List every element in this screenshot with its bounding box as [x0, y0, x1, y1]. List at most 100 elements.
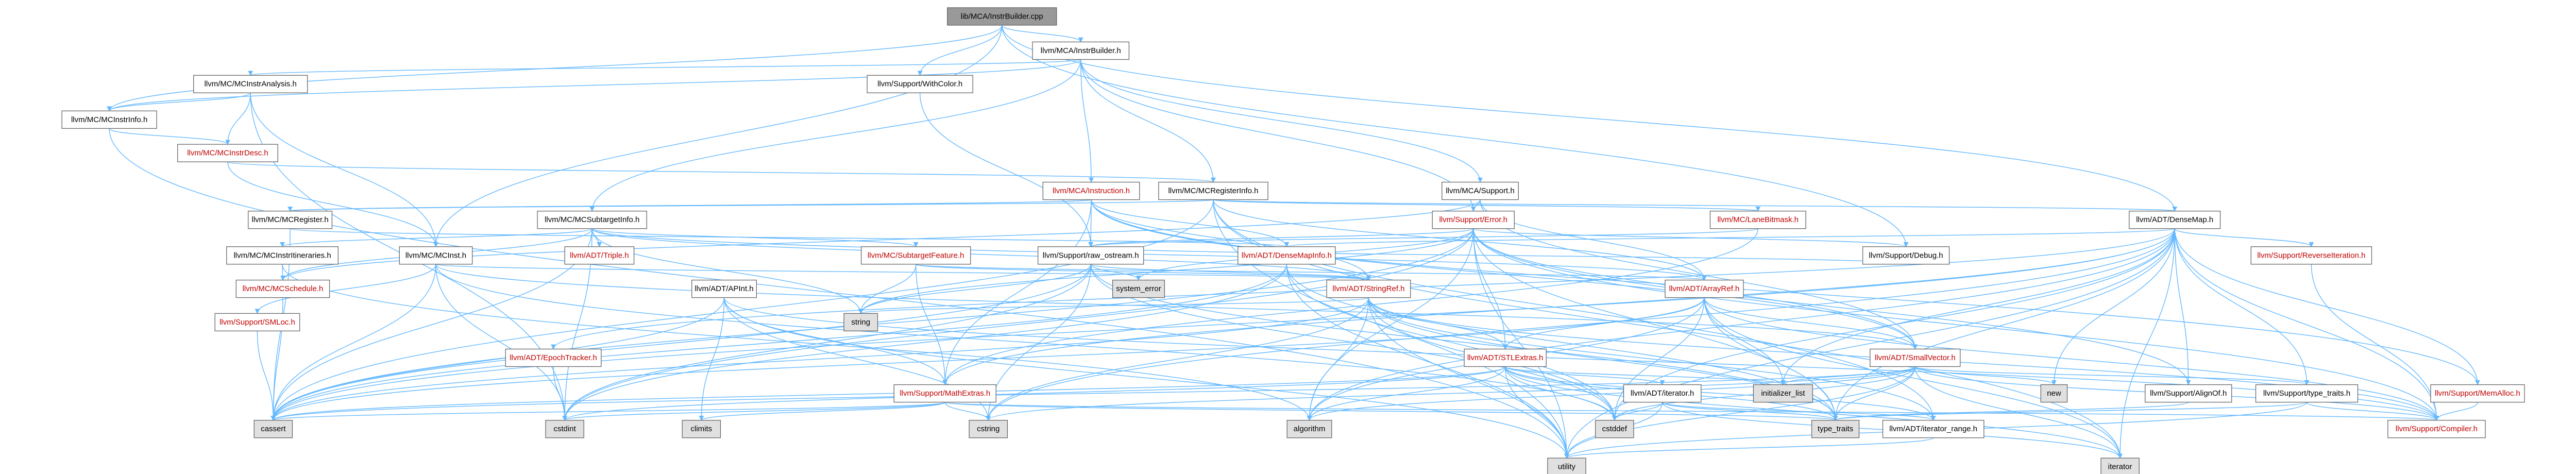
node-mcinst-h[interactable]: llvm/MC/MCInst.h	[399, 246, 473, 265]
edge-mcsubtargetinfo-h-to-mcinstrltineraries-h	[280, 228, 592, 247]
node-densemapinfo-h[interactable]: llvm/ADT/DenseMapInfo.h	[1238, 246, 1336, 265]
node-mcinstrinfo-h[interactable]: llvm/MC/MCInstrInfo.h	[61, 110, 157, 129]
node-debug-h[interactable]: llvm/Support/Debug.h	[1862, 246, 1950, 265]
node-cassert[interactable]: cassert	[253, 420, 293, 438]
node-smallvector-h[interactable]: llvm/ADT/SmallVector.h	[1870, 348, 1961, 367]
node-box	[947, 7, 1057, 26]
edge-instrbuilder-h-to-mcsubtargetinfo-h	[589, 59, 1081, 212]
edge-mcregisterinfo-h-to-iterator-range-h	[1213, 199, 1936, 421]
node-box	[2100, 458, 2140, 474]
edge-support-error-h-to-string	[858, 228, 1474, 314]
edge-mcinst-h-to-smallvector-h	[435, 264, 1918, 350]
node-label: llvm/ADT/SmallVector.h	[1875, 353, 1956, 362]
edge-mathextras-h-to-compiler-h	[944, 401, 2438, 421]
node-cstdint[interactable]: cstdint	[545, 420, 584, 438]
node-mcinstranalysis-h[interactable]: llvm/MC/MCInstrAnalysis.h	[193, 75, 308, 93]
node-root[interactable]: lib/MCA/InstrBuilder.cpp	[947, 7, 1057, 26]
node-label: cstdint	[553, 425, 576, 433]
node-iterator-range-h[interactable]: llvm/ADT/iterator_range.h	[1882, 420, 1985, 438]
node-mcinstrltineraries-h[interactable]: llvm/MC/MCInstrItineraries.h	[226, 246, 339, 265]
edge-instrbuilder-h-to-mcregisterinfo-h	[1080, 59, 1216, 183]
node-box	[226, 246, 339, 265]
node-densemap-h[interactable]: llvm/ADT/DenseMap.h	[2129, 211, 2221, 229]
edge-apint-h-to-climits	[699, 297, 725, 421]
node-subtargetfeature-h[interactable]: llvm/MC/SubtargetFeature.h	[860, 246, 971, 265]
node-box	[2129, 211, 2221, 229]
node-label: string	[851, 318, 870, 327]
node-box	[969, 420, 1008, 438]
node-stringref-h[interactable]: llvm/ADT/StringRef.h	[1326, 279, 1411, 298]
node-algorithm[interactable]: algorithm	[1286, 420, 1332, 438]
node-epochtracker-h[interactable]: llvm/ADT/EpochTracker.h	[505, 348, 602, 367]
node-label: initializer_list	[1761, 389, 1805, 398]
node-lanebitmask-h[interactable]: llvm/MC/LaneBitmask.h	[1709, 211, 1806, 229]
node-alignof-h[interactable]: llvm/Support/AlignOf.h	[2144, 384, 2232, 403]
node-label: llvm/ADT/APInt.h	[694, 284, 753, 293]
edge-smallvector-h-to-cassert	[271, 366, 1916, 421]
node-label: llvm/ADT/ArrayRef.h	[1669, 284, 1740, 293]
edge-adt-iterator-h-to-iterator-range-h	[1662, 401, 1936, 421]
node-utility[interactable]: utility	[1547, 458, 1586, 474]
edge-subtargetfeature-h-to-mathextras-h	[916, 264, 948, 385]
node-mcregisterinfo-h[interactable]: llvm/MC/MCRegisterInfo.h	[1158, 181, 1268, 200]
edge-arrayref-h-to-cstddef	[1612, 297, 1705, 421]
node-reverseiteration-h[interactable]: llvm/Support/ReverseIteration.h	[2250, 246, 2372, 265]
node-cstddef[interactable]: cstddef	[1595, 420, 1634, 438]
node-instrbuilder-h[interactable]: llvm/MCA/InstrBuilder.h	[1032, 41, 1130, 60]
node-smloc-h[interactable]: llvm/Support/SMLoc.h	[214, 313, 300, 332]
node-mcregister-h[interactable]: llvm/MC/MCRegister.h	[248, 211, 333, 229]
node-type-traits[interactable]: type_traits	[1811, 420, 1860, 438]
node-box	[860, 246, 971, 265]
node-mcinstrdesc-h[interactable]: llvm/MC/MCInstrDesc.h	[177, 144, 278, 162]
edge-stlextras-h-to-cstdint	[562, 366, 1506, 421]
node-system-error[interactable]: system_error	[1112, 279, 1165, 298]
edge-debug-h-to-raw-ostream-h	[1089, 246, 1907, 265]
node-mca-support-h[interactable]: llvm/MCA/Support.h	[1442, 181, 1519, 200]
edge-raw-ostream-h-to-string	[858, 264, 1091, 314]
node-triple-h[interactable]: llvm/ADT/Triple.h	[564, 246, 635, 265]
node-compiler-h[interactable]: llvm/Support/Compiler.h	[2387, 420, 2486, 438]
edge-stringref-h-to-cassert	[270, 297, 1369, 421]
node-type-traits-h[interactable]: llvm/Support/type_traits.h	[2255, 384, 2359, 403]
node-initializer-list[interactable]: initializer_list	[1753, 384, 1813, 403]
edge-arrayref-h-to-smallvector-h	[1704, 297, 1918, 350]
node-mathextras-h[interactable]: llvm/Support/MathExtras.h	[893, 384, 996, 403]
edge-stlextras-h-to-cstddef	[1504, 366, 1617, 421]
node-label: new	[2047, 389, 2061, 398]
node-label: llvm/ADT/DenseMapInfo.h	[1242, 251, 1332, 260]
node-arrayref-h[interactable]: llvm/ADT/ArrayRef.h	[1665, 279, 1744, 298]
edge-mcinstrdesc-h-to-mcregisterinfo-h	[227, 161, 1216, 183]
node-label: llvm/ADT/DenseMap.h	[2136, 215, 2213, 224]
node-raw-ostream-h[interactable]: llvm/Support/raw_ostream.h	[1037, 246, 1144, 265]
node-mca-instruction-h[interactable]: llvm/MCA/Instruction.h	[1042, 181, 1140, 200]
node-adt-iterator-h[interactable]: llvm/ADT/iterator.h	[1623, 384, 1702, 403]
node-label: llvm/MC/MCInstrDesc.h	[187, 149, 268, 158]
edge-densemapinfo-h-to-cstdint	[562, 264, 1287, 421]
node-apint-h[interactable]: llvm/ADT/APInt.h	[691, 279, 757, 298]
node-label: llvm/Support/MathExtras.h	[900, 389, 990, 398]
edge-root-to-instrbuilder-h	[1002, 25, 1083, 43]
edge-support-error-h-to-alignof-h	[1473, 228, 2191, 385]
node-withcolor-h[interactable]: llvm/Support/WithColor.h	[867, 75, 973, 93]
node-box	[214, 313, 300, 332]
edge-mcregisterinfo-h-to-cassert	[270, 199, 1214, 421]
edge-raw-ostream-h-to-cassert	[270, 264, 1091, 421]
node-new[interactable]: new	[2040, 384, 2068, 403]
node-memalloc-h[interactable]: llvm/Support/MemAlloc.h	[2430, 384, 2525, 403]
node-support-error-h[interactable]: llvm/Support/Error.h	[1432, 211, 1515, 229]
edge-mca-instruction-h-to-stringref-h	[1091, 199, 1371, 281]
node-label: llvm/ADT/iterator.h	[1631, 389, 1694, 398]
node-string[interactable]: string	[843, 313, 878, 332]
node-climits[interactable]: climits	[682, 420, 721, 438]
node-box	[1464, 348, 1547, 367]
node-iterator[interactable]: iterator	[2100, 458, 2140, 474]
edge-mcsubtargetinfo-h-to-cassert	[270, 228, 592, 421]
node-label: cstring	[977, 425, 999, 433]
node-label: llvm/MCA/Support.h	[1446, 187, 1514, 195]
node-cstring[interactable]: cstring	[969, 420, 1008, 438]
node-label: type_traits	[1818, 425, 1853, 433]
node-mcschedule-h[interactable]: llvm/MC/MCSchedule.h	[235, 279, 330, 298]
node-mcsubtargetinfo-h[interactable]: llvm/MC/MCSubtargetInfo.h	[537, 211, 647, 229]
node-stlextras-h[interactable]: llvm/ADT/STLExtras.h	[1464, 348, 1547, 367]
node-box	[691, 279, 757, 298]
